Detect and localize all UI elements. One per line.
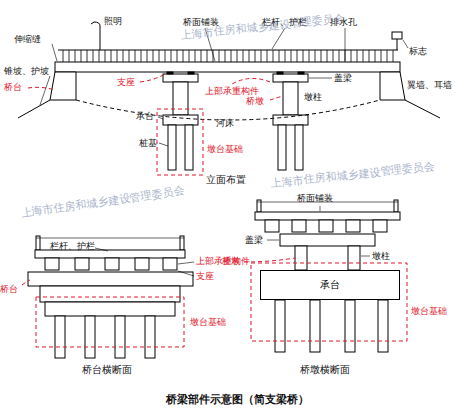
part-label: 桥台横断面 bbox=[82, 364, 132, 375]
part-label: 上部承重构件 bbox=[205, 86, 259, 97]
part-label: 锥坡、护坡 bbox=[4, 66, 49, 77]
part-label: 支座 bbox=[196, 271, 214, 282]
watermark: 上海市住房和城乡建设管理委员会 bbox=[20, 183, 185, 221]
part-label: 承台 bbox=[136, 111, 154, 122]
part-label: 翼墙、耳墙 bbox=[407, 80, 452, 91]
part-label: 桥台 bbox=[0, 284, 18, 295]
part-label: 支座 bbox=[117, 77, 135, 88]
part-label: 盖梁 bbox=[245, 235, 263, 246]
part-label: 桥面铺装 bbox=[183, 17, 219, 28]
node-text: 承台 bbox=[320, 278, 340, 292]
part-label: 墩柱 bbox=[304, 92, 322, 103]
part-label: 标志 bbox=[409, 46, 427, 57]
part-label: 栏杆、护栏 bbox=[50, 241, 95, 252]
part-label: 桥墩横断面 bbox=[300, 364, 350, 375]
part-label: 伸缩缝 bbox=[14, 34, 41, 45]
part-label: 盖梁 bbox=[334, 73, 352, 84]
part-label: 栏杆、护栏 bbox=[262, 17, 307, 28]
pile-cap-box: 承台 bbox=[260, 270, 400, 300]
part-label: 桥台 bbox=[4, 82, 22, 93]
part-label: 桩基 bbox=[139, 138, 157, 149]
part-label: 桥墩 bbox=[246, 96, 264, 107]
caption: 桥梁部件示意图（简支梁桥） bbox=[166, 392, 309, 407]
part-label: 桥面铺装 bbox=[297, 193, 333, 204]
part-label: 河床 bbox=[216, 118, 234, 129]
part-label: 排水孔 bbox=[330, 17, 357, 28]
part-label: 墩柱 bbox=[372, 251, 390, 262]
part-label: 墩台基础 bbox=[207, 144, 243, 155]
part-label: 照明 bbox=[104, 16, 122, 27]
part-label: 立面布置 bbox=[206, 174, 246, 185]
part-label: 墩台基础 bbox=[190, 317, 226, 328]
part-label: 桥墩 bbox=[222, 256, 240, 267]
part-label: 墩台基础 bbox=[411, 306, 447, 317]
